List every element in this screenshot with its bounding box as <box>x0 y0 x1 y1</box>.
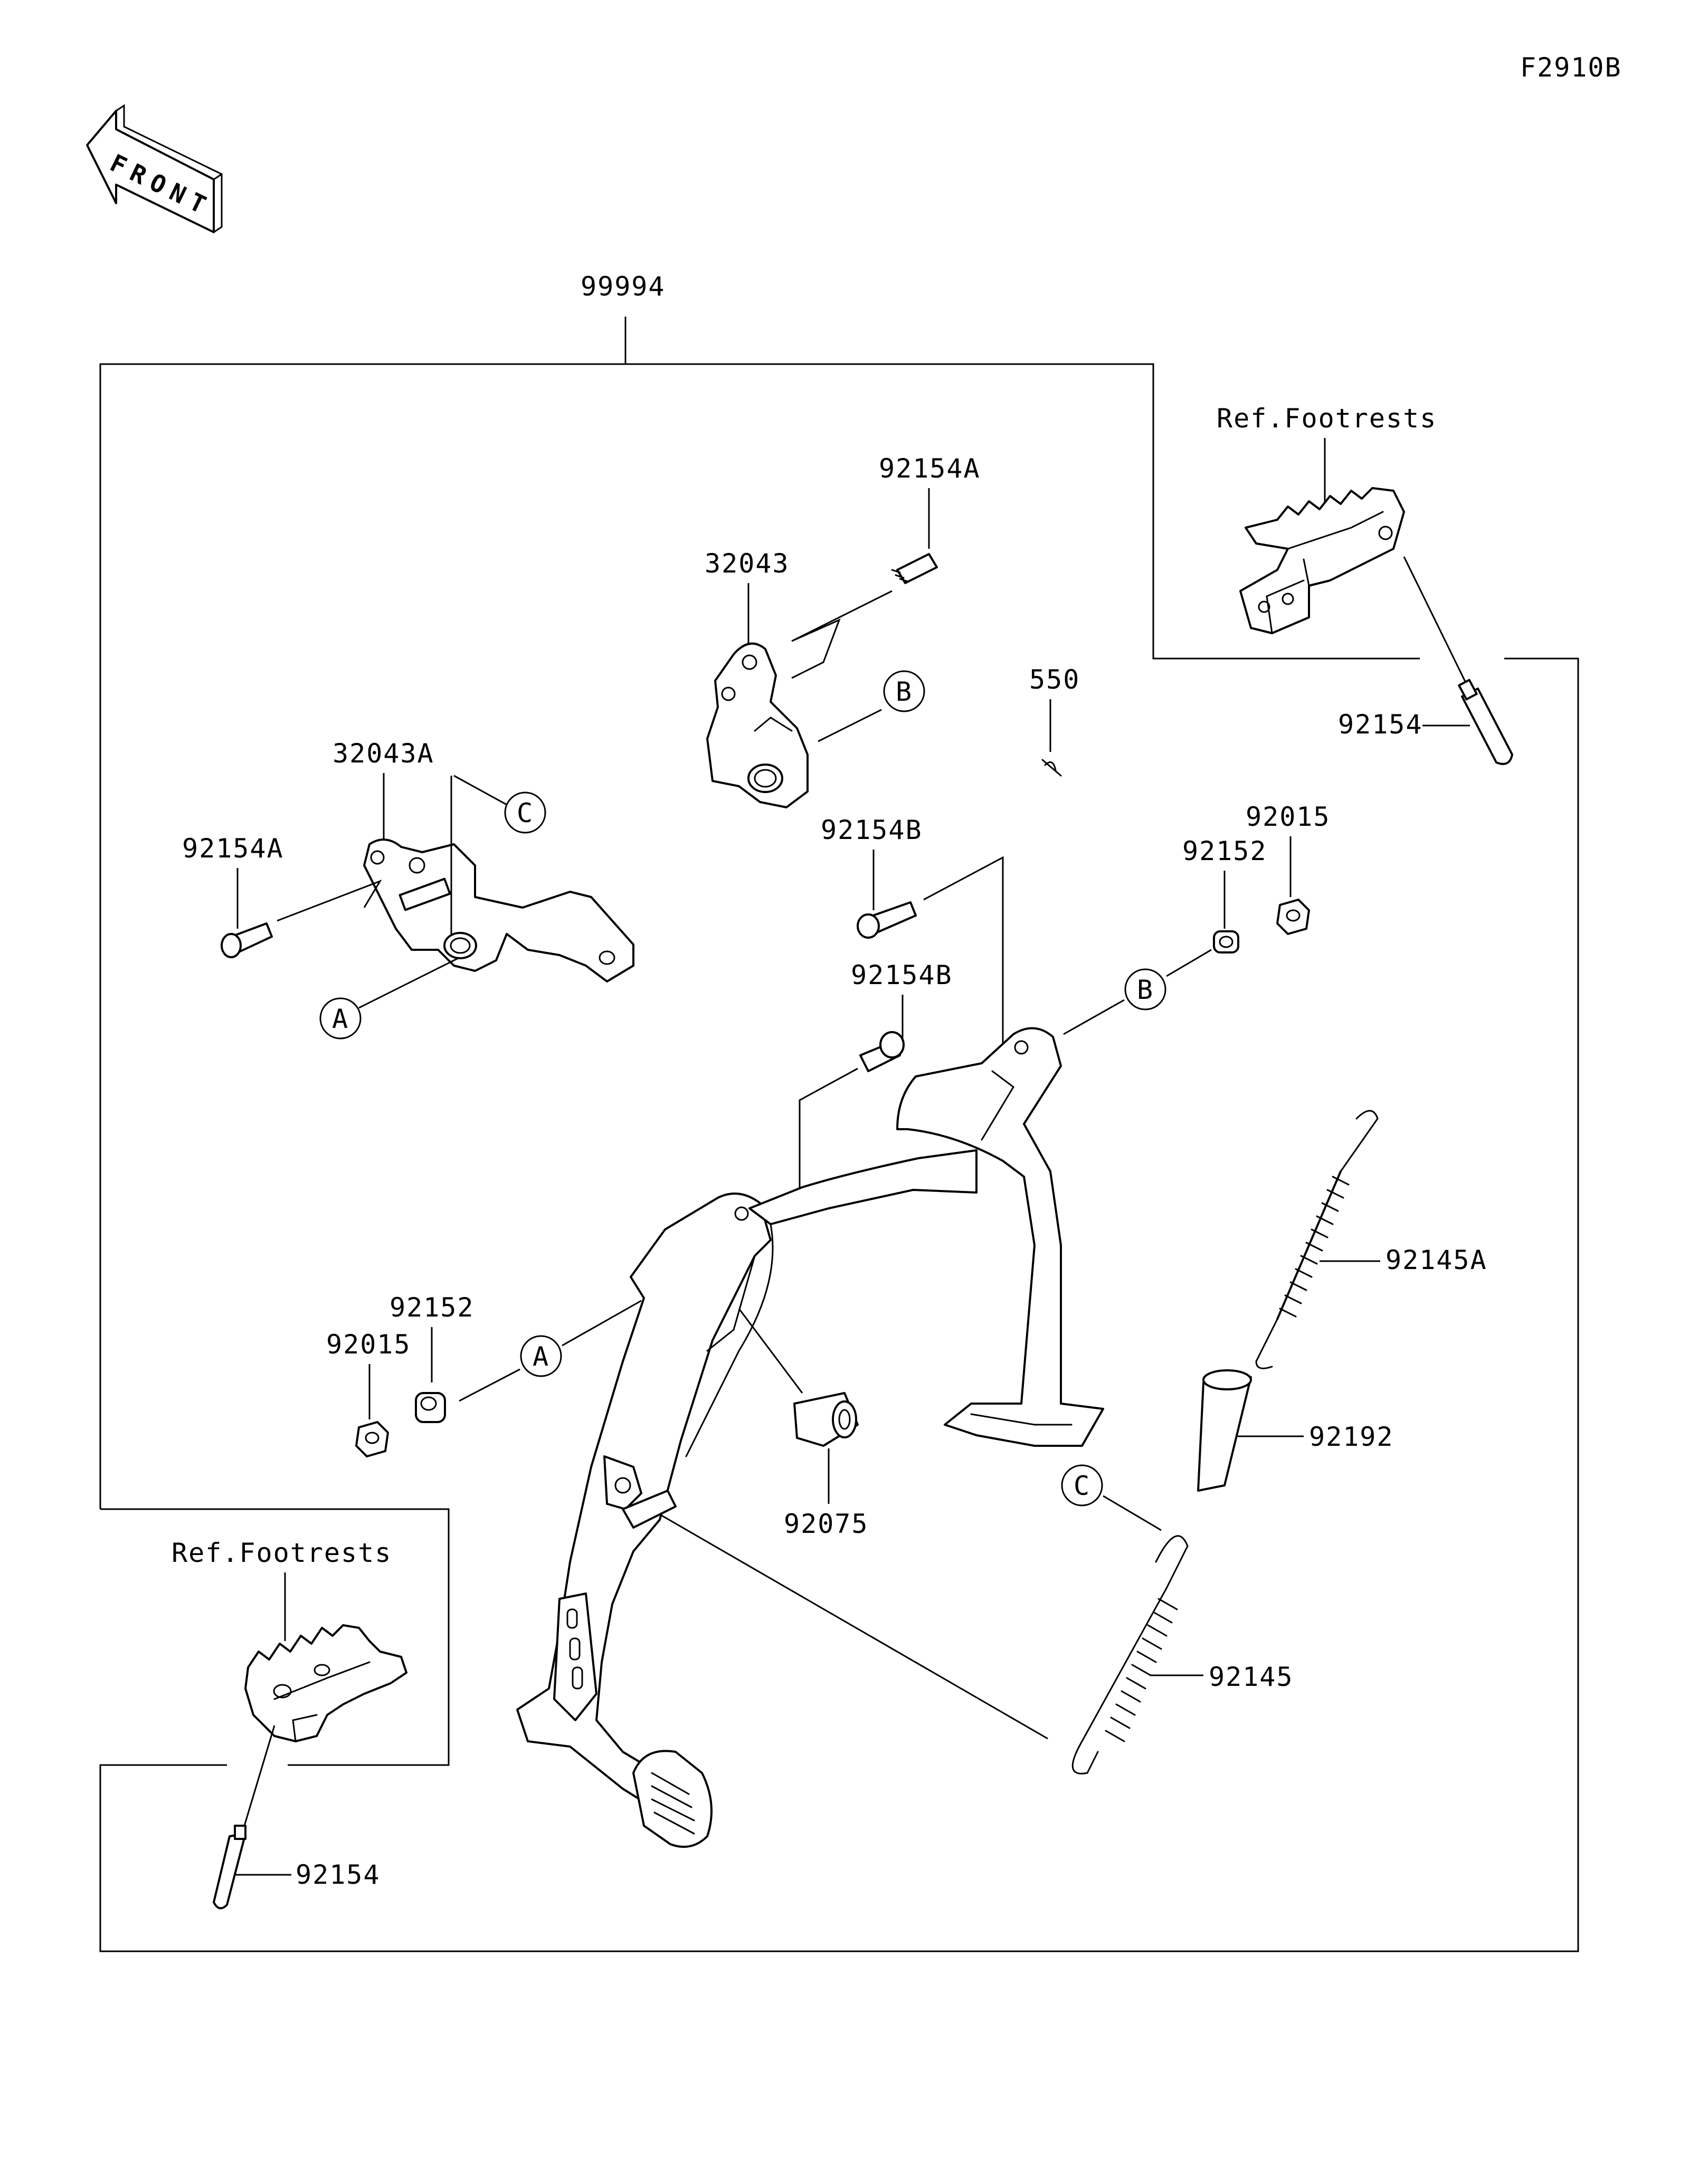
nut-icon <box>1276 899 1310 935</box>
callout-nut-right: 92015 <box>1246 802 1331 832</box>
bracket-left-icon <box>363 838 634 983</box>
ref-letter-c-left: C <box>504 791 546 834</box>
bolt-icon <box>857 901 917 939</box>
ref-letter-b-top: B <box>883 670 925 712</box>
callout-pin-bottom-left: 92154 <box>296 1859 381 1890</box>
ref-letter-b-mid: B <box>1124 968 1166 1010</box>
callout-pipe: 92192 <box>1309 1422 1394 1452</box>
bolt-icon <box>221 922 273 958</box>
diagram-code: F2910B <box>1520 52 1622 83</box>
callout-ref-footrests-top: Ref.Footrests <box>1217 403 1437 434</box>
callout-collar-right: 92152 <box>1182 836 1267 866</box>
svg-text:A: A <box>533 1341 549 1372</box>
footrest-icon <box>244 1624 407 1742</box>
bolt-icon <box>859 1031 905 1072</box>
pin-icon <box>1458 679 1513 765</box>
callout-cotter-pin: 550 <box>1029 664 1080 695</box>
svg-text:B: B <box>896 676 913 707</box>
pin-icon <box>213 1825 246 1910</box>
callout-spring-lower: 92145 <box>1209 1662 1294 1692</box>
callout-assembly: 99994 <box>581 271 666 302</box>
callout-ref-footrests-bottom: Ref.Footrests <box>172 1538 392 1568</box>
svg-text:C: C <box>1074 1471 1090 1501</box>
footrest-icon <box>1239 487 1405 634</box>
collar-icon <box>415 1392 446 1423</box>
callout-bolt-center-1: 92154B <box>821 815 923 845</box>
bracket-right-icon <box>706 642 809 808</box>
spring-icon <box>1071 1535 1189 1775</box>
cotter-pin-icon <box>1041 759 1062 777</box>
callout-bracket-right: 32043 <box>705 548 790 579</box>
front-arrow-icon: FRONT <box>86 104 223 233</box>
callout-bracket-left: 32043A <box>333 738 434 769</box>
callout-bolt-center-2: 92154B <box>851 960 953 990</box>
svg-text:C: C <box>517 798 534 828</box>
callout-pin-top-right: 92154 <box>1338 709 1423 740</box>
nut-icon <box>355 1421 389 1457</box>
stopper-icon <box>793 1392 859 1447</box>
callout-spring-upper: 92145A <box>1386 1245 1487 1275</box>
callout-collar-left: 92152 <box>390 1292 475 1323</box>
assembly-outline <box>99 317 1579 1952</box>
spring-icon <box>1255 1110 1379 1369</box>
callout-nut-left: 92015 <box>326 1329 411 1360</box>
callout-stopper: 92075 <box>784 1509 869 1539</box>
callout-bolt-left: 92154A <box>182 833 284 864</box>
pipe-icon <box>1197 1369 1252 1492</box>
brake-pedal-icon <box>553 1455 713 1848</box>
callout-bolt-top: 92154A <box>879 453 981 484</box>
bolt-icon <box>891 553 938 584</box>
ref-letter-c-right: C <box>1061 1464 1103 1506</box>
svg-text:A: A <box>332 1004 349 1034</box>
svg-text:B: B <box>1137 975 1154 1005</box>
ref-letter-a-mid: A <box>520 1335 562 1377</box>
collar-icon <box>1213 930 1239 953</box>
ref-letter-a-top: A <box>319 997 362 1039</box>
